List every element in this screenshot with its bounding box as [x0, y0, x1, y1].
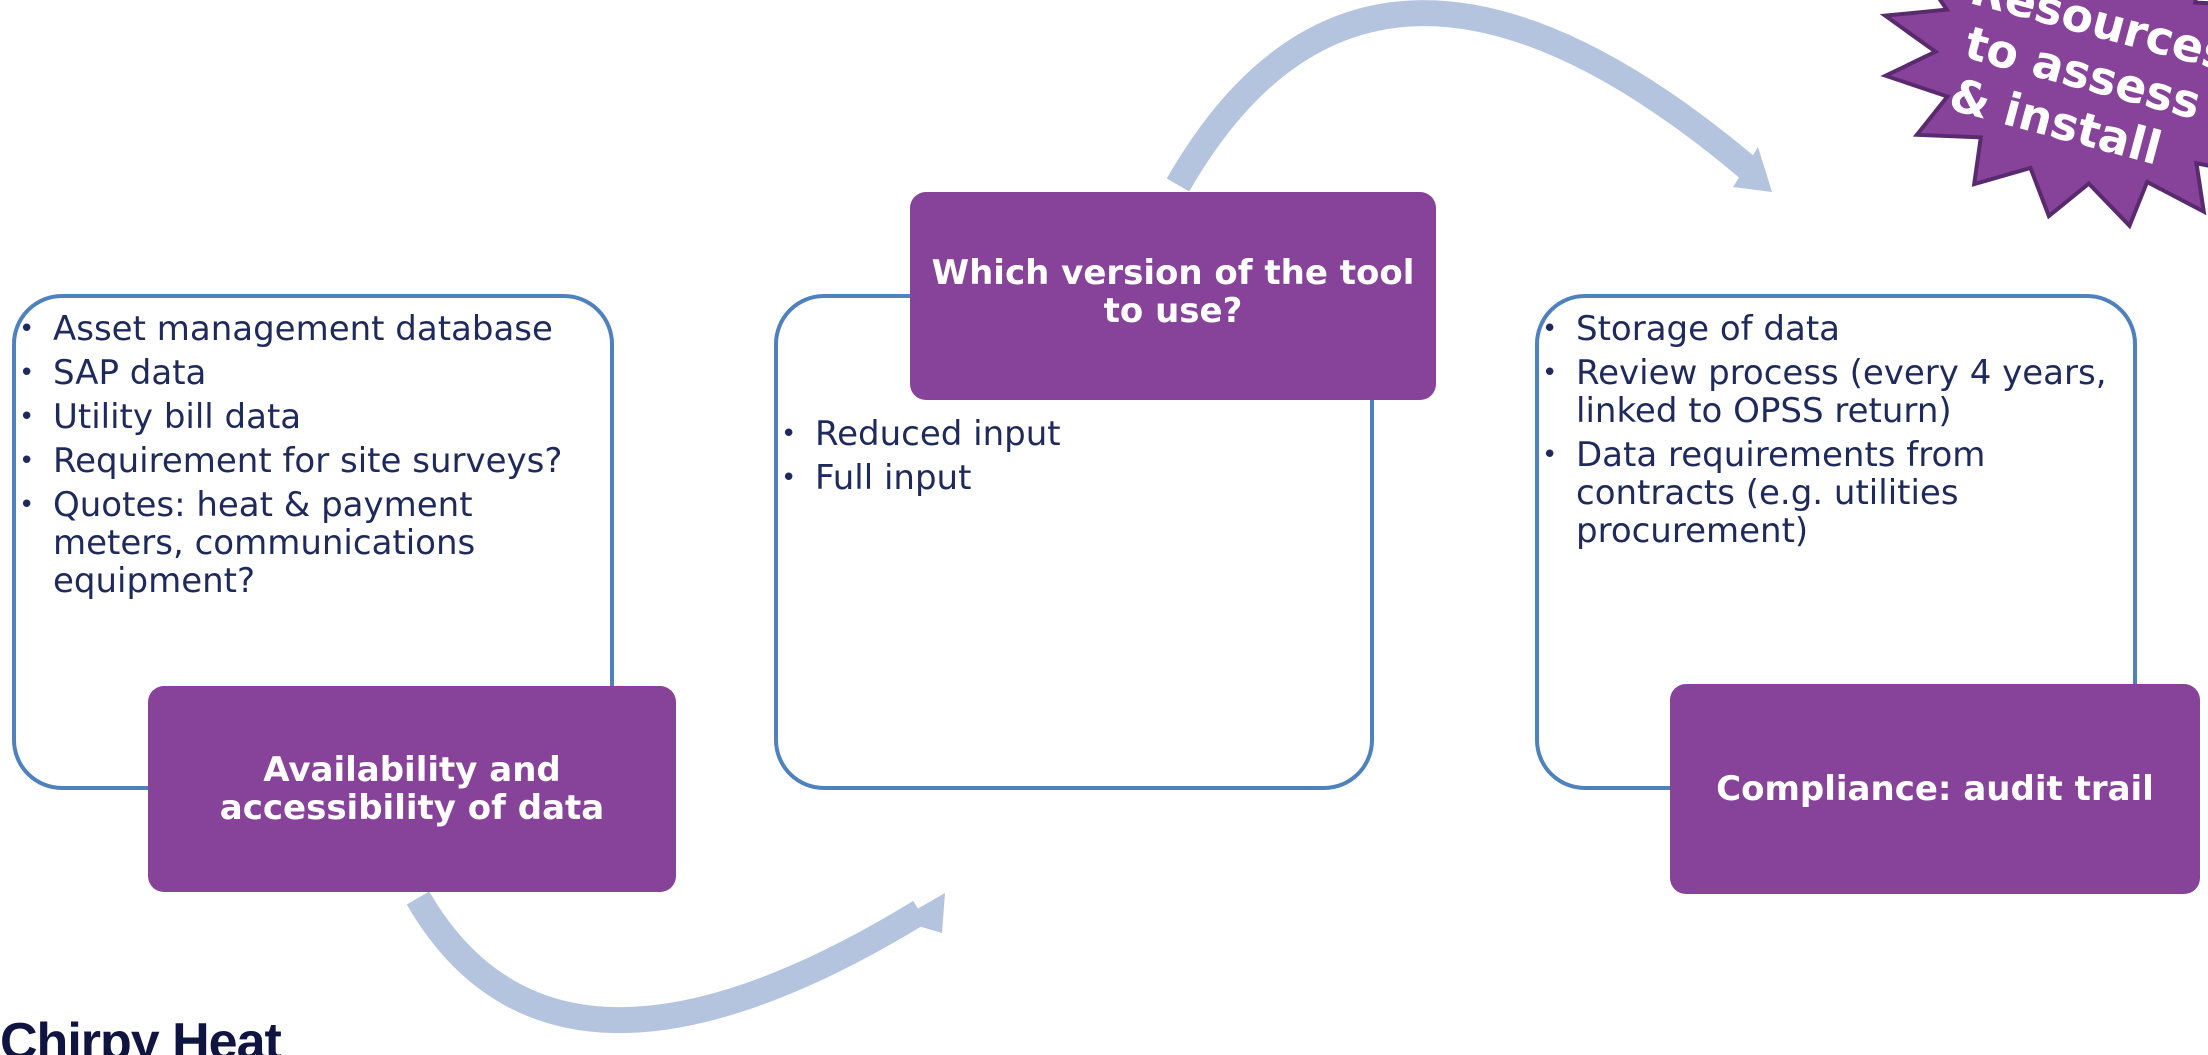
stage-1-bullet-list: Asset management database SAP data Utili…: [15, 310, 595, 606]
arrow-stage2-to-stage3: [1166, 0, 1757, 192]
arrow-stage1-to-stage2: [406, 891, 927, 1033]
stage-2-title: Which version of the tool to use?: [931, 253, 1415, 331]
stage-3-bullet-2: Review process (every 4 years, linked to…: [1538, 354, 2118, 430]
stage-3-bullet-3: Data requirements from contracts (e.g. u…: [1538, 436, 2036, 550]
arrow-head-stage3: [1733, 147, 1772, 192]
stage-1-bullet-4: Requirement for site surveys?: [15, 442, 595, 480]
chirpy-heat-logo: Chirpy Heat: [0, 1013, 282, 1055]
stage-2-bullet-list: Reduced input Full input: [777, 415, 1237, 503]
stage-3-bullet-1: Storage of data: [1538, 310, 2118, 348]
stage-2-bullet-2: Full input: [777, 459, 1237, 497]
stage-1-title-box: Availability and accessibility of data: [148, 686, 676, 892]
stage-3-title-box: Compliance: audit trail: [1670, 684, 2200, 894]
stage-1-bullet-3: Utility bill data: [15, 398, 595, 436]
stage-2-bullet-1: Reduced input: [777, 415, 1237, 453]
arrow-head-stage2: [898, 893, 945, 933]
stage-3-title: Compliance: audit trail: [1716, 769, 2154, 809]
stage-3-bullet-list: Storage of data Review process (every 4 …: [1538, 310, 2118, 556]
stage-1-bullet-5: Quotes: heat & payment meters, communica…: [15, 486, 523, 600]
stage-1-bullet-1: Asset management database: [15, 310, 595, 348]
stage-1-title: Availability and accessibility of data: [219, 750, 605, 828]
stage-1-bullet-2: SAP data: [15, 354, 595, 392]
starburst-shape: [1879, 0, 2208, 230]
stage-2-title-box: Which version of the tool to use?: [910, 192, 1436, 400]
